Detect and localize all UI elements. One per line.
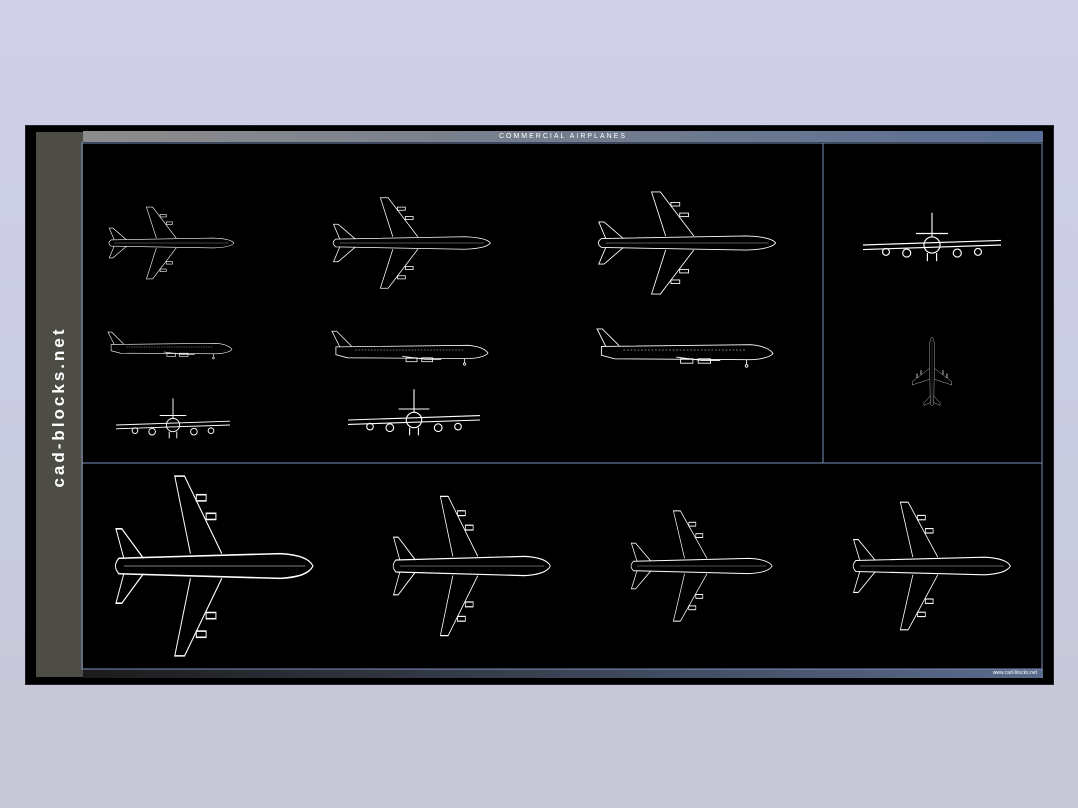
airplane-top-view-3 — [597, 191, 777, 295]
airplane-front-view-1 — [115, 397, 231, 439]
brand-strip: cad-blocks.net — [36, 132, 83, 677]
airplane-top-view-vertical — [912, 336, 952, 406]
footer-bar: www.cad-blocks.net — [83, 669, 1043, 678]
airplane-side-view-1 — [107, 331, 233, 360]
airplane-top-view-5 — [392, 495, 551, 637]
drawing-title: COMMERCIAL AIRPLANES — [498, 133, 628, 140]
airplane-side-view-2 — [331, 330, 489, 366]
footer-text: www.cad-blocks.net — [992, 670, 1037, 676]
title-bar: COMMERCIAL AIRPLANES — [83, 131, 1043, 142]
airplane-front-view-2 — [347, 388, 481, 436]
sheet-frame — [81, 142, 1043, 670]
airplane-side-view-3 — [596, 328, 774, 368]
airplane-top-view-2 — [332, 197, 491, 289]
airplane-top-view-1 — [108, 206, 235, 280]
drawing-sheet: cad-blocks.net COMMERCIAL AIRPLANES www.… — [25, 125, 1054, 685]
airplane-front-view-3 — [862, 212, 1002, 262]
airplane-top-view-4 — [114, 475, 314, 657]
airplane-top-view-7 — [852, 501, 1011, 631]
airplane-top-view-6 — [630, 510, 773, 622]
